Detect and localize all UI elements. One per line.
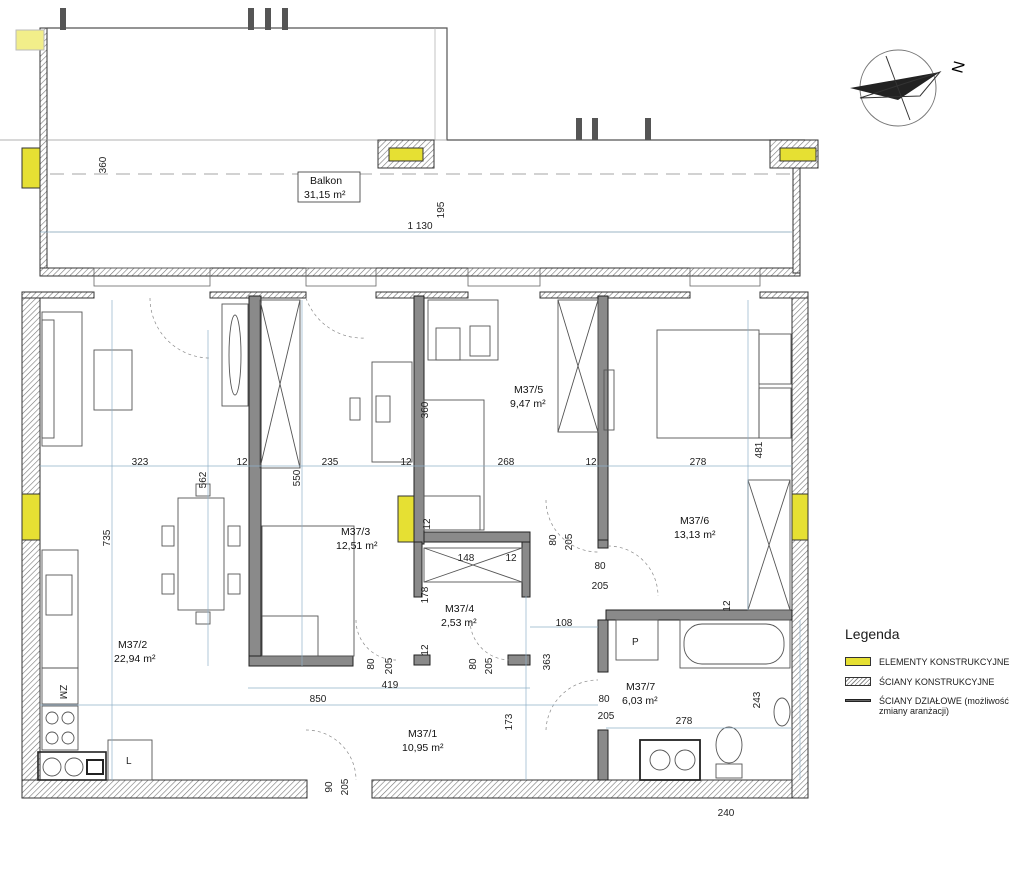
dimension-label: 12 bbox=[722, 600, 733, 612]
room-m37-1: M37/1 10,95 m² bbox=[402, 728, 444, 754]
exterior-walls bbox=[21, 267, 809, 799]
furniture bbox=[37, 299, 792, 781]
legend-swatch-hatch bbox=[845, 677, 871, 686]
dimension-label: 173 bbox=[504, 713, 515, 730]
dimension-label: 80 bbox=[598, 694, 610, 705]
room-name: M37/3 bbox=[341, 526, 370, 538]
dimension-label: 205 bbox=[598, 711, 615, 722]
legend-label: ELEMENTY KONSTRUKCYJNE bbox=[879, 657, 1010, 667]
room-area: 31,15 m² bbox=[304, 189, 346, 201]
dimension-label: 12 bbox=[236, 457, 248, 468]
north-label: N bbox=[949, 59, 968, 75]
room-area: 9,47 m² bbox=[510, 398, 546, 410]
fixture-labels: ZM P L bbox=[57, 637, 639, 767]
dimension-label: 1 130 bbox=[407, 221, 432, 232]
dimension-label: 90 bbox=[324, 781, 335, 793]
room-area: 22,94 m² bbox=[114, 653, 156, 665]
room-area: 10,95 m² bbox=[402, 742, 444, 754]
dimension-label: 363 bbox=[542, 653, 553, 670]
dimension-lines bbox=[40, 231, 801, 780]
dimension-label: 735 bbox=[102, 529, 113, 546]
room-area: 2,53 m² bbox=[441, 617, 477, 629]
legend-swatch-yellow bbox=[845, 657, 871, 666]
room-name: Balkon bbox=[310, 175, 342, 187]
dimension-label: 278 bbox=[690, 457, 707, 468]
legend-item-structural-elements: ELEMENTY KONSTRUKCYJNE bbox=[845, 657, 1009, 667]
dimension-label: 205 bbox=[340, 778, 351, 795]
legend-title: Legenda bbox=[845, 626, 900, 642]
dimension-label: 562 bbox=[198, 471, 209, 488]
dimension-label: 148 bbox=[458, 553, 475, 564]
room-area: 12,51 m² bbox=[336, 540, 378, 552]
dimension-label: 195 bbox=[436, 201, 447, 218]
room-m37-7: M37/7 6,03 m² bbox=[622, 681, 658, 707]
room-m37-6: M37/6 13,13 m² bbox=[674, 515, 716, 541]
dimension-label: 205 bbox=[564, 533, 575, 550]
room-area: 13,13 m² bbox=[674, 529, 716, 541]
room-m37-4: M37/4 2,53 m² bbox=[441, 603, 477, 629]
dimension-label: 481 bbox=[754, 441, 765, 458]
room-m37-2: M37/2 22,94 m² bbox=[114, 639, 156, 665]
room-name: M37/1 bbox=[408, 728, 437, 740]
dimension-label: 360 bbox=[420, 401, 431, 418]
dimension-labels: 360 195 1 130 323 12 235 12 268 12 278 5… bbox=[98, 156, 765, 819]
room-balkon: Balkon 31,15 m² bbox=[297, 171, 361, 203]
fridge-label: ZM bbox=[57, 685, 68, 699]
room-name: M37/5 bbox=[514, 384, 543, 396]
legend-swatch-line bbox=[845, 699, 871, 702]
room-labels: Balkon 31,15 m² M37/1 10,95 m² M37/2 22,… bbox=[114, 171, 716, 754]
dimension-label: 12 bbox=[420, 644, 431, 656]
dimension-label: 278 bbox=[676, 716, 693, 727]
legend-item-partition-walls: ŚCIANY DZIAŁOWE (możliwość zmiany aranża… bbox=[845, 696, 1017, 716]
dimension-label: 205 bbox=[384, 657, 395, 674]
dimension-label: 240 bbox=[718, 808, 735, 819]
dimension-label: 80 bbox=[548, 534, 559, 546]
dimension-label: 108 bbox=[556, 618, 573, 629]
dimension-label: 205 bbox=[484, 657, 495, 674]
dimension-label: 419 bbox=[382, 680, 399, 691]
dimension-label: 12 bbox=[400, 457, 412, 468]
dimension-label: 323 bbox=[132, 457, 149, 468]
dimension-label: 243 bbox=[752, 691, 763, 708]
room-name: M37/7 bbox=[626, 681, 655, 693]
legend-item-structural-walls: ŚCIANY KONSTRUKCYJNE bbox=[845, 677, 994, 687]
dimension-label: 235 bbox=[322, 457, 339, 468]
structural-elements bbox=[15, 29, 819, 543]
cabinet-label: L bbox=[126, 756, 132, 767]
dimension-label: 178 bbox=[420, 586, 431, 603]
compass-icon: N bbox=[850, 49, 969, 127]
dimension-label: 12 bbox=[585, 457, 597, 468]
dimension-label: 850 bbox=[310, 694, 327, 705]
room-name: M37/2 bbox=[118, 639, 147, 651]
washer-label: P bbox=[632, 637, 639, 648]
room-area: 6,03 m² bbox=[622, 695, 658, 707]
room-m37-3: M37/3 12,51 m² bbox=[336, 526, 378, 552]
dimension-label: 80 bbox=[594, 561, 606, 572]
door-swings bbox=[149, 297, 659, 781]
room-name: M37/6 bbox=[680, 515, 709, 527]
dimension-label: 80 bbox=[468, 658, 479, 670]
room-name: M37/4 bbox=[445, 603, 474, 615]
dimension-label: 80 bbox=[366, 658, 377, 670]
dimension-label: 550 bbox=[292, 469, 303, 486]
dimension-label: 12 bbox=[422, 518, 433, 530]
room-m37-5: M37/5 9,47 m² bbox=[510, 384, 546, 410]
dimension-label: 268 bbox=[498, 457, 515, 468]
legend-label: ŚCIANY KONSTRUKCYJNE bbox=[879, 677, 995, 687]
dimension-label: 360 bbox=[98, 156, 109, 173]
legend-label: ŚCIANY DZIAŁOWE (możliwość zmiany aranża… bbox=[879, 696, 1009, 716]
dimension-label: 12 bbox=[505, 553, 517, 564]
dimension-label: 205 bbox=[592, 581, 609, 592]
